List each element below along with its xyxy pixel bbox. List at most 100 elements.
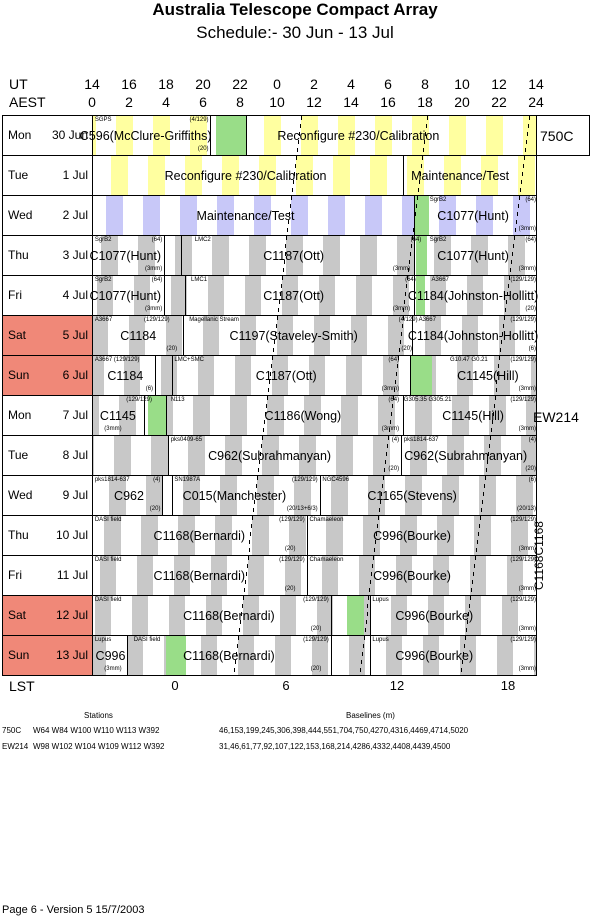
project-note: (20): [310, 666, 322, 672]
day-date: 2 Jul: [62, 208, 88, 222]
lst-dash: [253, 508, 255, 512]
project-note: DASI field: [94, 597, 122, 603]
lst-dash: [400, 332, 402, 336]
lst-stripe: [242, 596, 260, 635]
lst-dash: [404, 300, 406, 304]
lst-dash: [300, 124, 302, 128]
lst-stripe: [281, 276, 299, 315]
project-note: (129/129): [510, 597, 536, 603]
lst-stripe: [239, 316, 257, 355]
lst-stripe: [444, 156, 461, 195]
lst-stripe: [94, 596, 112, 635]
lst-dash: [265, 412, 267, 416]
lst-stripe: [338, 116, 355, 155]
project-note: Chamaeleon: [309, 517, 344, 523]
project-label: C962(Subrahmanyan): [208, 449, 332, 463]
project-note: (64): [405, 277, 416, 283]
lst-dash: [412, 236, 414, 240]
lst-stripe: [375, 116, 392, 155]
aest-tick-label: 12: [306, 94, 322, 110]
lst-dash: [410, 252, 412, 256]
lst-stripe: [244, 276, 262, 315]
lst-dash: [390, 412, 392, 416]
lst-dash: [248, 548, 250, 552]
observation-divider: [162, 476, 164, 515]
lst-dash: [273, 340, 275, 344]
lst-dash: [491, 420, 493, 424]
project-note: (20): [197, 146, 209, 152]
lst-stripe: [274, 636, 292, 675]
project-note: (3mm): [392, 306, 411, 312]
lst-dash: [480, 508, 482, 512]
aest-tick-label: 0: [88, 94, 96, 110]
lst-stripe: [141, 516, 159, 555]
row-divider: [2, 155, 537, 156]
lst-dash: [295, 164, 297, 168]
lst-dash: [301, 116, 303, 120]
day-cell: [2, 315, 92, 355]
row-divider: [2, 595, 537, 596]
project-label: C1168(Bernardi): [183, 609, 275, 623]
lst-stripe: [264, 116, 281, 155]
lst-dash: [383, 476, 385, 480]
lst-stripe: [456, 356, 474, 395]
project-label: C996(Bourke): [395, 609, 474, 623]
baselines-ew214: 31,46,61,77,92,107,122,153,168,214,4286,…: [219, 742, 451, 751]
config-box-border: [536, 115, 590, 116]
lst-dash: [268, 380, 270, 384]
calibration-band: [410, 356, 433, 395]
lst-stripe: [249, 236, 267, 275]
lst-dash: [411, 244, 413, 248]
lst-dash: [261, 444, 263, 448]
project-note: pks1814-637: [94, 477, 130, 483]
project-note: (129/129): [303, 597, 329, 603]
day-date: 30 Jun: [51, 128, 88, 142]
lst-stripe: [279, 596, 297, 635]
lst-stripe: [284, 556, 302, 595]
lst-stripe: [299, 436, 316, 475]
lst-stripe: [118, 396, 136, 435]
project-note: (3mm): [518, 586, 536, 592]
lst-dash: [414, 220, 416, 224]
lst-dash: [526, 132, 528, 136]
aest-tick-label: 14: [343, 94, 359, 110]
lst-dash: [266, 396, 268, 400]
lst-dash: [270, 364, 272, 368]
project-note: (129/129): [303, 637, 329, 643]
lst-dash: [420, 172, 422, 176]
ut-tick-label: 22: [232, 76, 248, 92]
observation-divider: [413, 236, 415, 275]
project-note: (3mm): [381, 386, 400, 392]
lst-dash: [417, 196, 419, 200]
lst-stripe: [160, 356, 178, 395]
lst-stripe: [365, 196, 382, 235]
day-cell: [2, 515, 92, 555]
project-note: LMC2: [194, 237, 211, 243]
calibration-band: [147, 396, 166, 435]
lst-dash: [422, 148, 424, 152]
project-note: SgrB2: [429, 197, 447, 203]
lst-dash: [407, 276, 409, 280]
lst-dash: [465, 636, 467, 640]
project-note: G305.35 G305.21: [403, 397, 452, 403]
row-divider: [2, 515, 537, 516]
lst-stripe: [229, 396, 247, 435]
lst-tick-label: 6: [282, 678, 290, 693]
lst-stripe: [331, 476, 348, 515]
lst-dash: [376, 532, 378, 536]
day-cell: [2, 155, 92, 195]
config-label-ew214: EW214: [533, 409, 579, 425]
lst-dash: [421, 164, 422, 168]
project-note: (64): [151, 277, 163, 283]
lst-stripe: [400, 516, 418, 555]
lst-dash: [292, 188, 294, 192]
observation-divider: [182, 316, 184, 355]
lst-dash: [235, 652, 237, 656]
lst-stripe: [168, 596, 186, 635]
lst-dash: [413, 228, 415, 232]
stations-config-ew214: EW214: [2, 742, 29, 751]
lst-stripe: [461, 316, 479, 355]
aest-tick-label: 20: [454, 94, 470, 110]
lst-dash: [520, 180, 522, 184]
day-date: 5 Jul: [62, 328, 88, 342]
